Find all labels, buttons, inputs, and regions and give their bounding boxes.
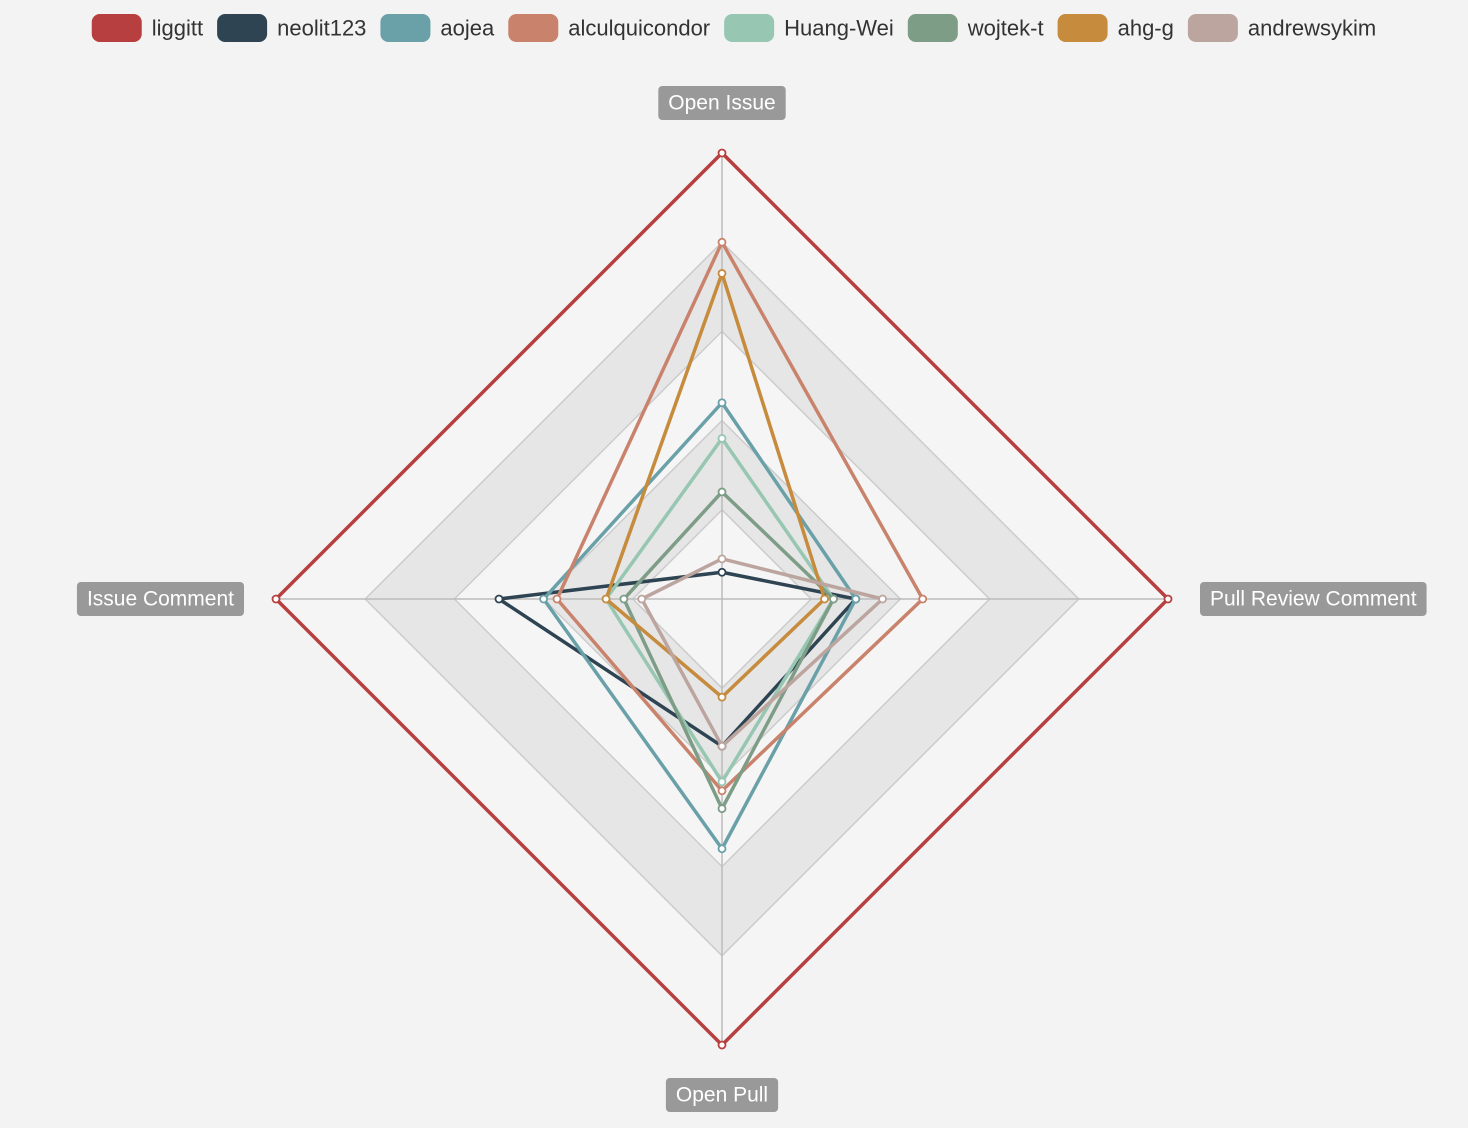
data-point[interactable] xyxy=(829,594,838,604)
data-point[interactable] xyxy=(717,777,727,787)
legend-item-alculquicondor[interactable]: alculquicondor xyxy=(508,14,710,42)
indicator-label-issue-comment: Issue Comment xyxy=(76,582,244,616)
data-point[interactable] xyxy=(717,1040,727,1050)
data-point[interactable] xyxy=(717,554,727,564)
legend-swatch xyxy=(907,14,958,42)
legend-label: neolit123 xyxy=(277,16,366,41)
indicator-label-pull-review-comment: Pull Review Comment xyxy=(1200,582,1427,616)
series-alculquicondor xyxy=(552,237,928,796)
indicator-label-text: Issue Comment xyxy=(87,588,234,611)
legend-item-ahg-g[interactable]: ahg-g xyxy=(1057,14,1174,42)
data-point[interactable] xyxy=(820,594,829,604)
data-point[interactable] xyxy=(271,594,281,604)
series-andrewsykim xyxy=(637,554,887,751)
indicator-label-background xyxy=(1200,582,1427,616)
indicator-label-background xyxy=(658,86,786,120)
legend-label: alculquicondor xyxy=(568,16,710,41)
data-point[interactable] xyxy=(717,567,727,577)
legend-item-neolit123[interactable]: neolit123 xyxy=(217,14,366,42)
legend-item-wojtek-t[interactable]: wojtek-t xyxy=(907,14,1044,42)
legend-swatch xyxy=(724,14,775,42)
legend-item-liggitt[interactable]: liggitt xyxy=(91,14,203,42)
data-point[interactable] xyxy=(494,594,504,604)
series-aojea xyxy=(539,398,861,854)
data-point[interactable] xyxy=(851,594,861,604)
legend-label: aojea xyxy=(440,16,495,41)
data-point[interactable] xyxy=(918,594,928,604)
series-liggitt xyxy=(271,148,1173,1050)
indicator-label-open-issue: Open Issue xyxy=(658,86,786,120)
indicator-label-open-pull: Open Pull xyxy=(665,1078,779,1112)
legend: liggitt neolit123 aojea alculquicondor Huang… xyxy=(91,14,1376,42)
legend-label: andrewsykim xyxy=(1248,16,1376,41)
data-point[interactable] xyxy=(1163,594,1173,604)
data-point[interactable] xyxy=(717,398,727,408)
series-wojtek-t xyxy=(619,487,838,814)
legend-swatch xyxy=(1187,14,1238,42)
legend-label: liggitt xyxy=(152,16,203,41)
data-point[interactable] xyxy=(717,741,727,751)
data-point[interactable] xyxy=(717,237,727,247)
legend-item-huang-wei[interactable]: Huang-Wei xyxy=(724,14,894,42)
legend-label: Huang-Wei xyxy=(784,16,894,41)
legend-swatch xyxy=(1057,14,1108,42)
indicator-label-background xyxy=(665,1078,779,1112)
indicator-label-text: Pull Review Comment xyxy=(1210,588,1417,611)
data-point[interactable] xyxy=(717,804,727,814)
data-point[interactable] xyxy=(539,594,548,604)
data-point[interactable] xyxy=(717,487,727,497)
data-point[interactable] xyxy=(717,844,727,854)
legend-label: wojtek-t xyxy=(967,16,1044,41)
indicator-label-text: Open Pull xyxy=(676,1084,768,1107)
legend-swatch xyxy=(91,14,142,42)
data-point[interactable] xyxy=(717,148,727,158)
legend-swatch xyxy=(380,14,431,42)
data-point[interactable] xyxy=(601,594,611,604)
radar-series xyxy=(271,148,1173,1050)
data-point[interactable] xyxy=(717,786,727,796)
legend-swatch xyxy=(508,14,559,42)
data-point[interactable] xyxy=(878,594,887,604)
radar-axes xyxy=(274,151,1170,1047)
legend-item-aojea[interactable]: aojea xyxy=(380,14,495,42)
data-point[interactable] xyxy=(717,434,727,443)
data-point[interactable] xyxy=(717,692,727,702)
indicator-label-background xyxy=(76,582,244,616)
data-point[interactable] xyxy=(619,594,629,604)
legend-label: ahg-g xyxy=(1118,16,1174,41)
indicator-label-text: Open Issue xyxy=(668,92,775,115)
legend-swatch xyxy=(217,14,268,42)
data-point[interactable] xyxy=(717,269,727,278)
data-point[interactable] xyxy=(552,594,562,604)
series-ahg-g xyxy=(601,269,829,702)
legend-item-andrewsykim[interactable]: andrewsykim xyxy=(1187,14,1376,42)
data-point[interactable] xyxy=(637,594,647,604)
